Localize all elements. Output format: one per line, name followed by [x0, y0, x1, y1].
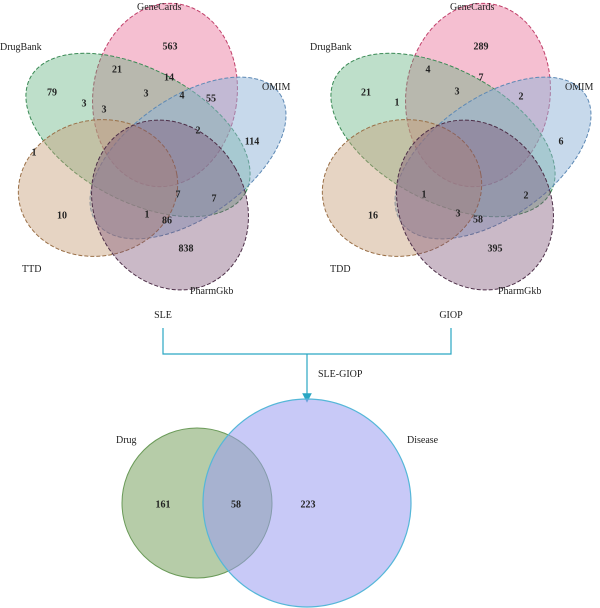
venn-left-count-r9: 1	[32, 147, 37, 158]
venn-left-count-r4: 55	[206, 93, 216, 104]
venn-right-count-r9: 58	[473, 214, 483, 225]
venn-right-count-r4: 2	[519, 91, 524, 102]
disease-label: Disease	[407, 435, 439, 446]
venn-right-count-r7: 2	[524, 190, 529, 201]
flow-bracket-line	[162, 328, 452, 355]
venn-left-count-pharmgkb-only: 838	[179, 243, 194, 254]
drug-only-count: 161	[156, 499, 171, 510]
venn-right-count-r1: 4	[426, 64, 431, 75]
venn-left-count-r8: 2	[196, 125, 201, 136]
venn-right-count-tdd-only: 16	[368, 210, 378, 221]
venn-left-count-drugbank-only: 79	[47, 87, 57, 98]
venn-right-set-label-pharmgkb: PharmGkb	[498, 286, 541, 297]
venn-right-count-r3: 3	[455, 86, 460, 97]
venn-right-set-label-tdd: TDD	[330, 264, 351, 275]
venn-right-set-label-omim: OMIM	[565, 82, 593, 93]
venn-right-count-r8: 3	[456, 208, 461, 219]
venn-left-count-ttd-only: 10	[57, 210, 67, 221]
venn-left-pharmgkb-ellipse	[91, 119, 249, 291]
venn-right-count-r5: 1	[395, 97, 400, 108]
venn-left-count-r5: 3	[82, 98, 87, 109]
flow-label-left: SLE	[154, 310, 172, 321]
venn-left-ttd-ellipse	[17, 119, 179, 257]
venn-left-count-r2: 14	[164, 72, 174, 83]
venn-right-count-genecards-only: 289	[474, 41, 489, 52]
venn-left-count-r3: 3	[144, 88, 149, 99]
venn-left-count-r7: 4	[180, 90, 185, 101]
venn-left-set-label-genecards: GeneCards	[137, 2, 182, 13]
disease-only-count: 223	[301, 499, 316, 510]
venn-left-count-r11: 7	[212, 193, 217, 204]
drug-label: Drug	[116, 435, 137, 446]
overlap-count: 58	[231, 499, 241, 510]
venn-left: GeneCards DrugBank OMIM TTD PharmGkb 563…	[0, 2, 290, 297]
venn-left-count-r13: 86	[162, 215, 172, 226]
venn-left-count-r12: 1	[145, 209, 150, 220]
venn-left-set-label-omim: OMIM	[262, 82, 290, 93]
venn-left-count-genecards-only: 563	[163, 41, 178, 52]
venn-right-count-r6: 1	[422, 189, 427, 200]
flow-label-merge: SLE-GIOP	[318, 369, 363, 380]
venn-right-set-label-drugbank: DrugBank	[310, 42, 352, 53]
venn-right-count-pharmgkb-only: 395	[488, 243, 503, 254]
venn-right-pharmgkb-ellipse	[396, 119, 554, 291]
venn-left-count-r1: 21	[112, 64, 122, 75]
venn-left-count-r10: 7	[176, 189, 181, 200]
flow-connector: SLE GIOP SLE-GIOP	[154, 310, 463, 403]
venn-right: GeneCards DrugBank OMIM TDD PharmGkb 289…	[310, 2, 593, 297]
venn-left-set-label-drugbank: DrugBank	[0, 42, 42, 53]
venn-right-count-drugbank-only: 21	[361, 87, 371, 98]
venn-right-set-label-genecards: GeneCards	[450, 2, 495, 13]
disease-circle	[202, 398, 412, 608]
venn-left-count-omim-only: 114	[245, 136, 259, 147]
venn-right-tdd-ellipse	[321, 119, 483, 257]
flow-label-right: GIOP	[439, 310, 463, 321]
venn-right-count-omim-only: 6	[559, 136, 564, 147]
venn-left-set-label-ttd: TTD	[22, 264, 41, 275]
venn-right-count-r2: 7	[479, 72, 484, 83]
venn-left-set-label-pharmgkb: PharmGkb	[190, 286, 233, 297]
venn-left-count-r6: 3	[102, 104, 107, 115]
venn-bottom: Drug Disease 161 58 223	[116, 398, 439, 608]
